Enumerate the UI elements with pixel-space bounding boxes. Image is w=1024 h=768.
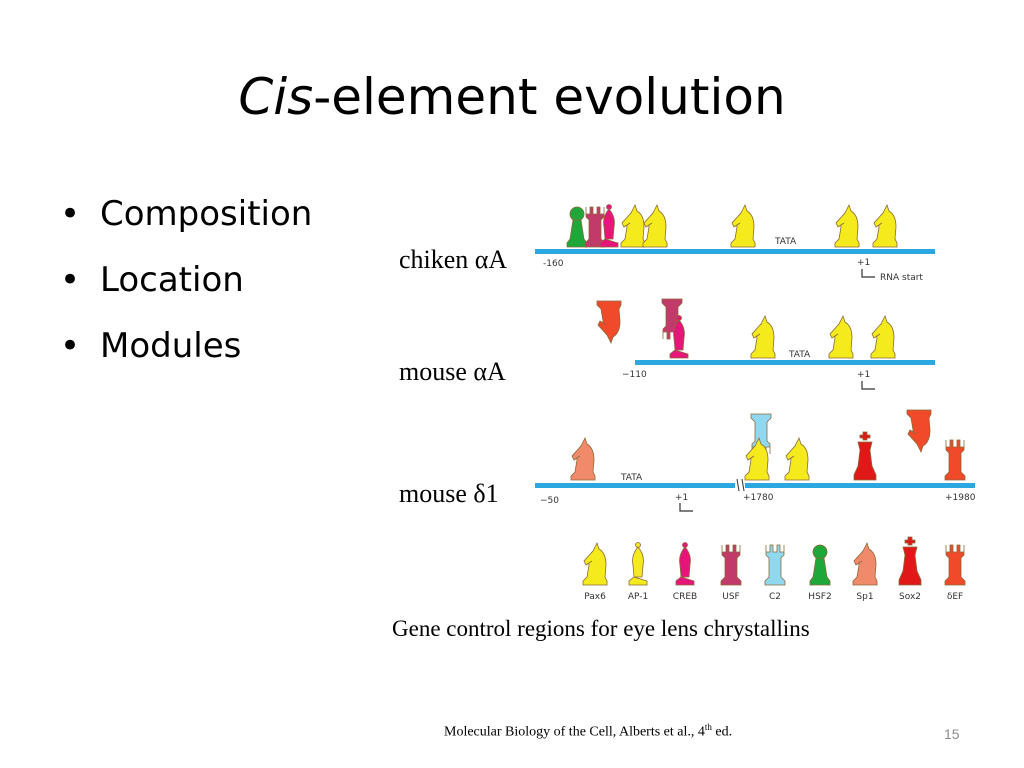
start-label: +1 bbox=[857, 370, 870, 380]
pax6-piece-icon bbox=[750, 315, 776, 359]
gene-label-chicken-aa: chiken αA bbox=[399, 245, 508, 274]
pax6-piece-icon bbox=[870, 315, 896, 359]
start-label: +1 bbox=[675, 493, 688, 503]
rna-start-arrow-icon bbox=[861, 269, 875, 278]
legend-label: Sox2 bbox=[899, 592, 921, 602]
pax6-piece-icon bbox=[828, 315, 854, 359]
tata-label: TATA bbox=[788, 350, 811, 360]
def-legend-icon bbox=[944, 544, 966, 586]
tata-label: TATA bbox=[774, 237, 797, 247]
pax6-piece-icon bbox=[730, 204, 756, 248]
legend-label: δEF bbox=[947, 592, 963, 602]
legend-label: C2 bbox=[769, 592, 781, 602]
c2-legend-icon bbox=[764, 544, 786, 586]
dna-line bbox=[535, 483, 735, 488]
usf-legend-icon bbox=[720, 544, 742, 586]
dna-line bbox=[535, 249, 935, 254]
rna-start-arrow-icon bbox=[679, 503, 693, 512]
sp1-legend-icon bbox=[852, 542, 878, 586]
hsf2-legend-icon bbox=[809, 544, 831, 586]
legend-label: CREB bbox=[673, 592, 697, 602]
citation-end: ed. bbox=[711, 724, 733, 740]
creb-piece-icon bbox=[599, 204, 619, 248]
bullet-list: • Composition • Location • Modules bbox=[60, 188, 312, 386]
bullet-item: • Modules bbox=[60, 320, 312, 386]
def-piece-icon bbox=[596, 300, 622, 344]
pax6-piece-icon bbox=[872, 204, 898, 248]
gene-control-figure: -160 TATA +1 RNA start −110 TATA +1 bbox=[535, 204, 976, 602]
pax6-piece-icon bbox=[784, 437, 810, 481]
legend-label: Sp1 bbox=[856, 592, 873, 602]
pax6-piece-icon bbox=[620, 204, 646, 248]
bullet-text: Composition bbox=[100, 194, 313, 234]
bullet-item: • Location bbox=[60, 254, 312, 320]
tata-label: TATA bbox=[620, 473, 643, 483]
pax6-legend-icon bbox=[582, 542, 608, 586]
coord-label: -160 bbox=[543, 259, 564, 269]
bullet-dot: • bbox=[60, 326, 81, 366]
gene-label-mouse-aa: mouse αA bbox=[399, 357, 506, 386]
hsf2-piece-icon bbox=[566, 206, 588, 248]
break-mark-icon bbox=[736, 478, 745, 492]
rna-start-arrow-icon bbox=[861, 381, 875, 390]
def-piece-icon bbox=[944, 439, 966, 481]
coord-label: −110 bbox=[622, 370, 647, 380]
slide-title: Cis-element evolution bbox=[0, 62, 1024, 132]
title-italic: Cis bbox=[238, 68, 314, 126]
bullet-text: Location bbox=[100, 260, 244, 300]
sox2-piece-icon bbox=[853, 431, 877, 481]
dna-line bbox=[635, 360, 935, 365]
legend-label: USF bbox=[722, 592, 739, 602]
coord-label: +1980 bbox=[945, 493, 976, 503]
page-number: 15 bbox=[944, 726, 960, 742]
dna-row-chicken: -160 TATA +1 RNA start bbox=[535, 204, 935, 344]
legend: Pax6 AP-1 CREB USF C2 HSF2 Sp1 Sox2 δEF bbox=[582, 536, 966, 602]
citation-superscript: th bbox=[704, 722, 712, 732]
title-rest: -element evolution bbox=[313, 68, 786, 126]
bullet-dot: • bbox=[60, 260, 81, 300]
legend-label: Pax6 bbox=[584, 592, 606, 602]
rna-start-label: RNA start bbox=[880, 273, 923, 283]
sox2-legend-icon bbox=[898, 536, 922, 586]
citation: Molecular Biology of the Cell, Alberts e… bbox=[444, 722, 732, 741]
def-piece-icon bbox=[906, 409, 932, 453]
coord-label: −50 bbox=[540, 496, 559, 506]
sp1-piece-icon bbox=[570, 437, 596, 481]
bullet-text: Modules bbox=[100, 326, 242, 366]
legend-label: AP-1 bbox=[628, 592, 648, 602]
coord-label: +1780 bbox=[743, 493, 774, 503]
dna-row-mouse-d1: −50 TATA +1 +1780 +1980 bbox=[535, 431, 976, 512]
start-label: +1 bbox=[857, 258, 870, 268]
gene-label-mouse-d1: mouse δ1 bbox=[399, 479, 499, 508]
dna-line bbox=[745, 483, 975, 488]
pax6-piece-icon bbox=[642, 204, 668, 248]
dna-row-mouse-aa: −110 TATA +1 bbox=[622, 315, 935, 455]
bullet-dot: • bbox=[60, 194, 81, 234]
pax6-piece-icon bbox=[834, 204, 860, 248]
bullet-item: • Composition bbox=[60, 188, 312, 254]
ap1-legend-icon bbox=[628, 542, 648, 586]
citation-main: Molecular Biology of the Cell, Alberts e… bbox=[444, 724, 705, 740]
legend-label: HSF2 bbox=[808, 592, 831, 602]
creb-legend-icon bbox=[675, 542, 695, 586]
figure-caption: Gene control regions for eye lens chryst… bbox=[392, 616, 810, 641]
